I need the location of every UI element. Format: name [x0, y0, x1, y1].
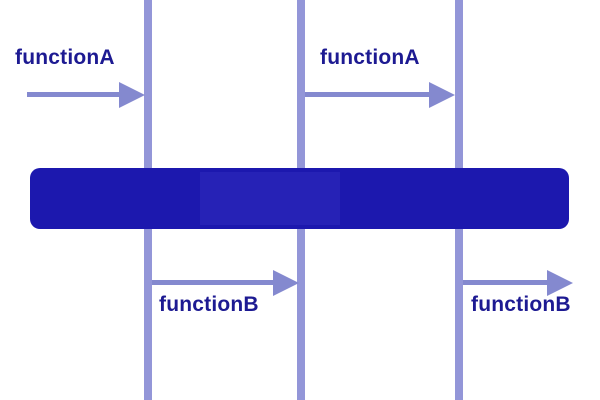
message-arrow-shaft	[152, 280, 273, 285]
message-arrow-shaft	[463, 280, 547, 285]
message-label: functionA	[15, 46, 115, 69]
message-label: functionB	[159, 293, 259, 316]
arrow-right-icon	[547, 270, 573, 296]
message-arrow-shaft	[27, 92, 119, 97]
message-label: functionA	[320, 46, 420, 69]
message-label: functionB	[471, 293, 571, 316]
message-arrow-shaft	[305, 92, 429, 97]
highlight-bar-sheen	[200, 172, 340, 225]
arrow-right-icon	[429, 82, 455, 108]
highlight-bar	[30, 168, 569, 229]
arrow-right-icon	[273, 270, 299, 296]
arrow-right-icon	[119, 82, 145, 108]
